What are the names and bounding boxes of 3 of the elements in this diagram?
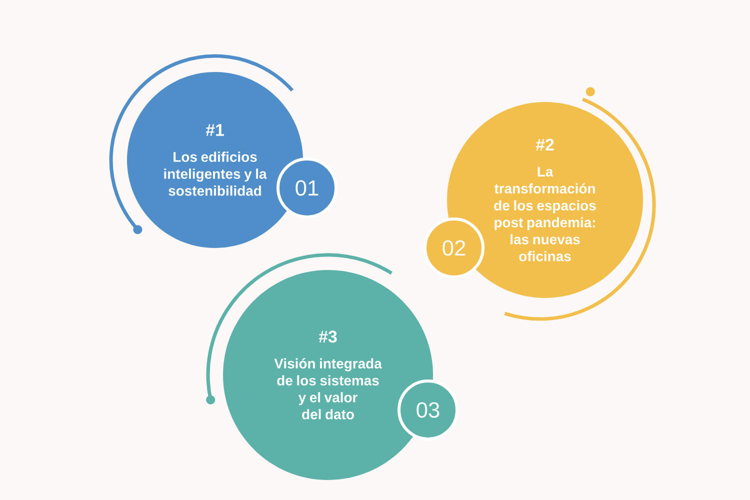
number-badge: 01	[276, 157, 338, 218]
number-badge: 02	[424, 217, 484, 278]
number-badge: 03	[398, 379, 458, 440]
